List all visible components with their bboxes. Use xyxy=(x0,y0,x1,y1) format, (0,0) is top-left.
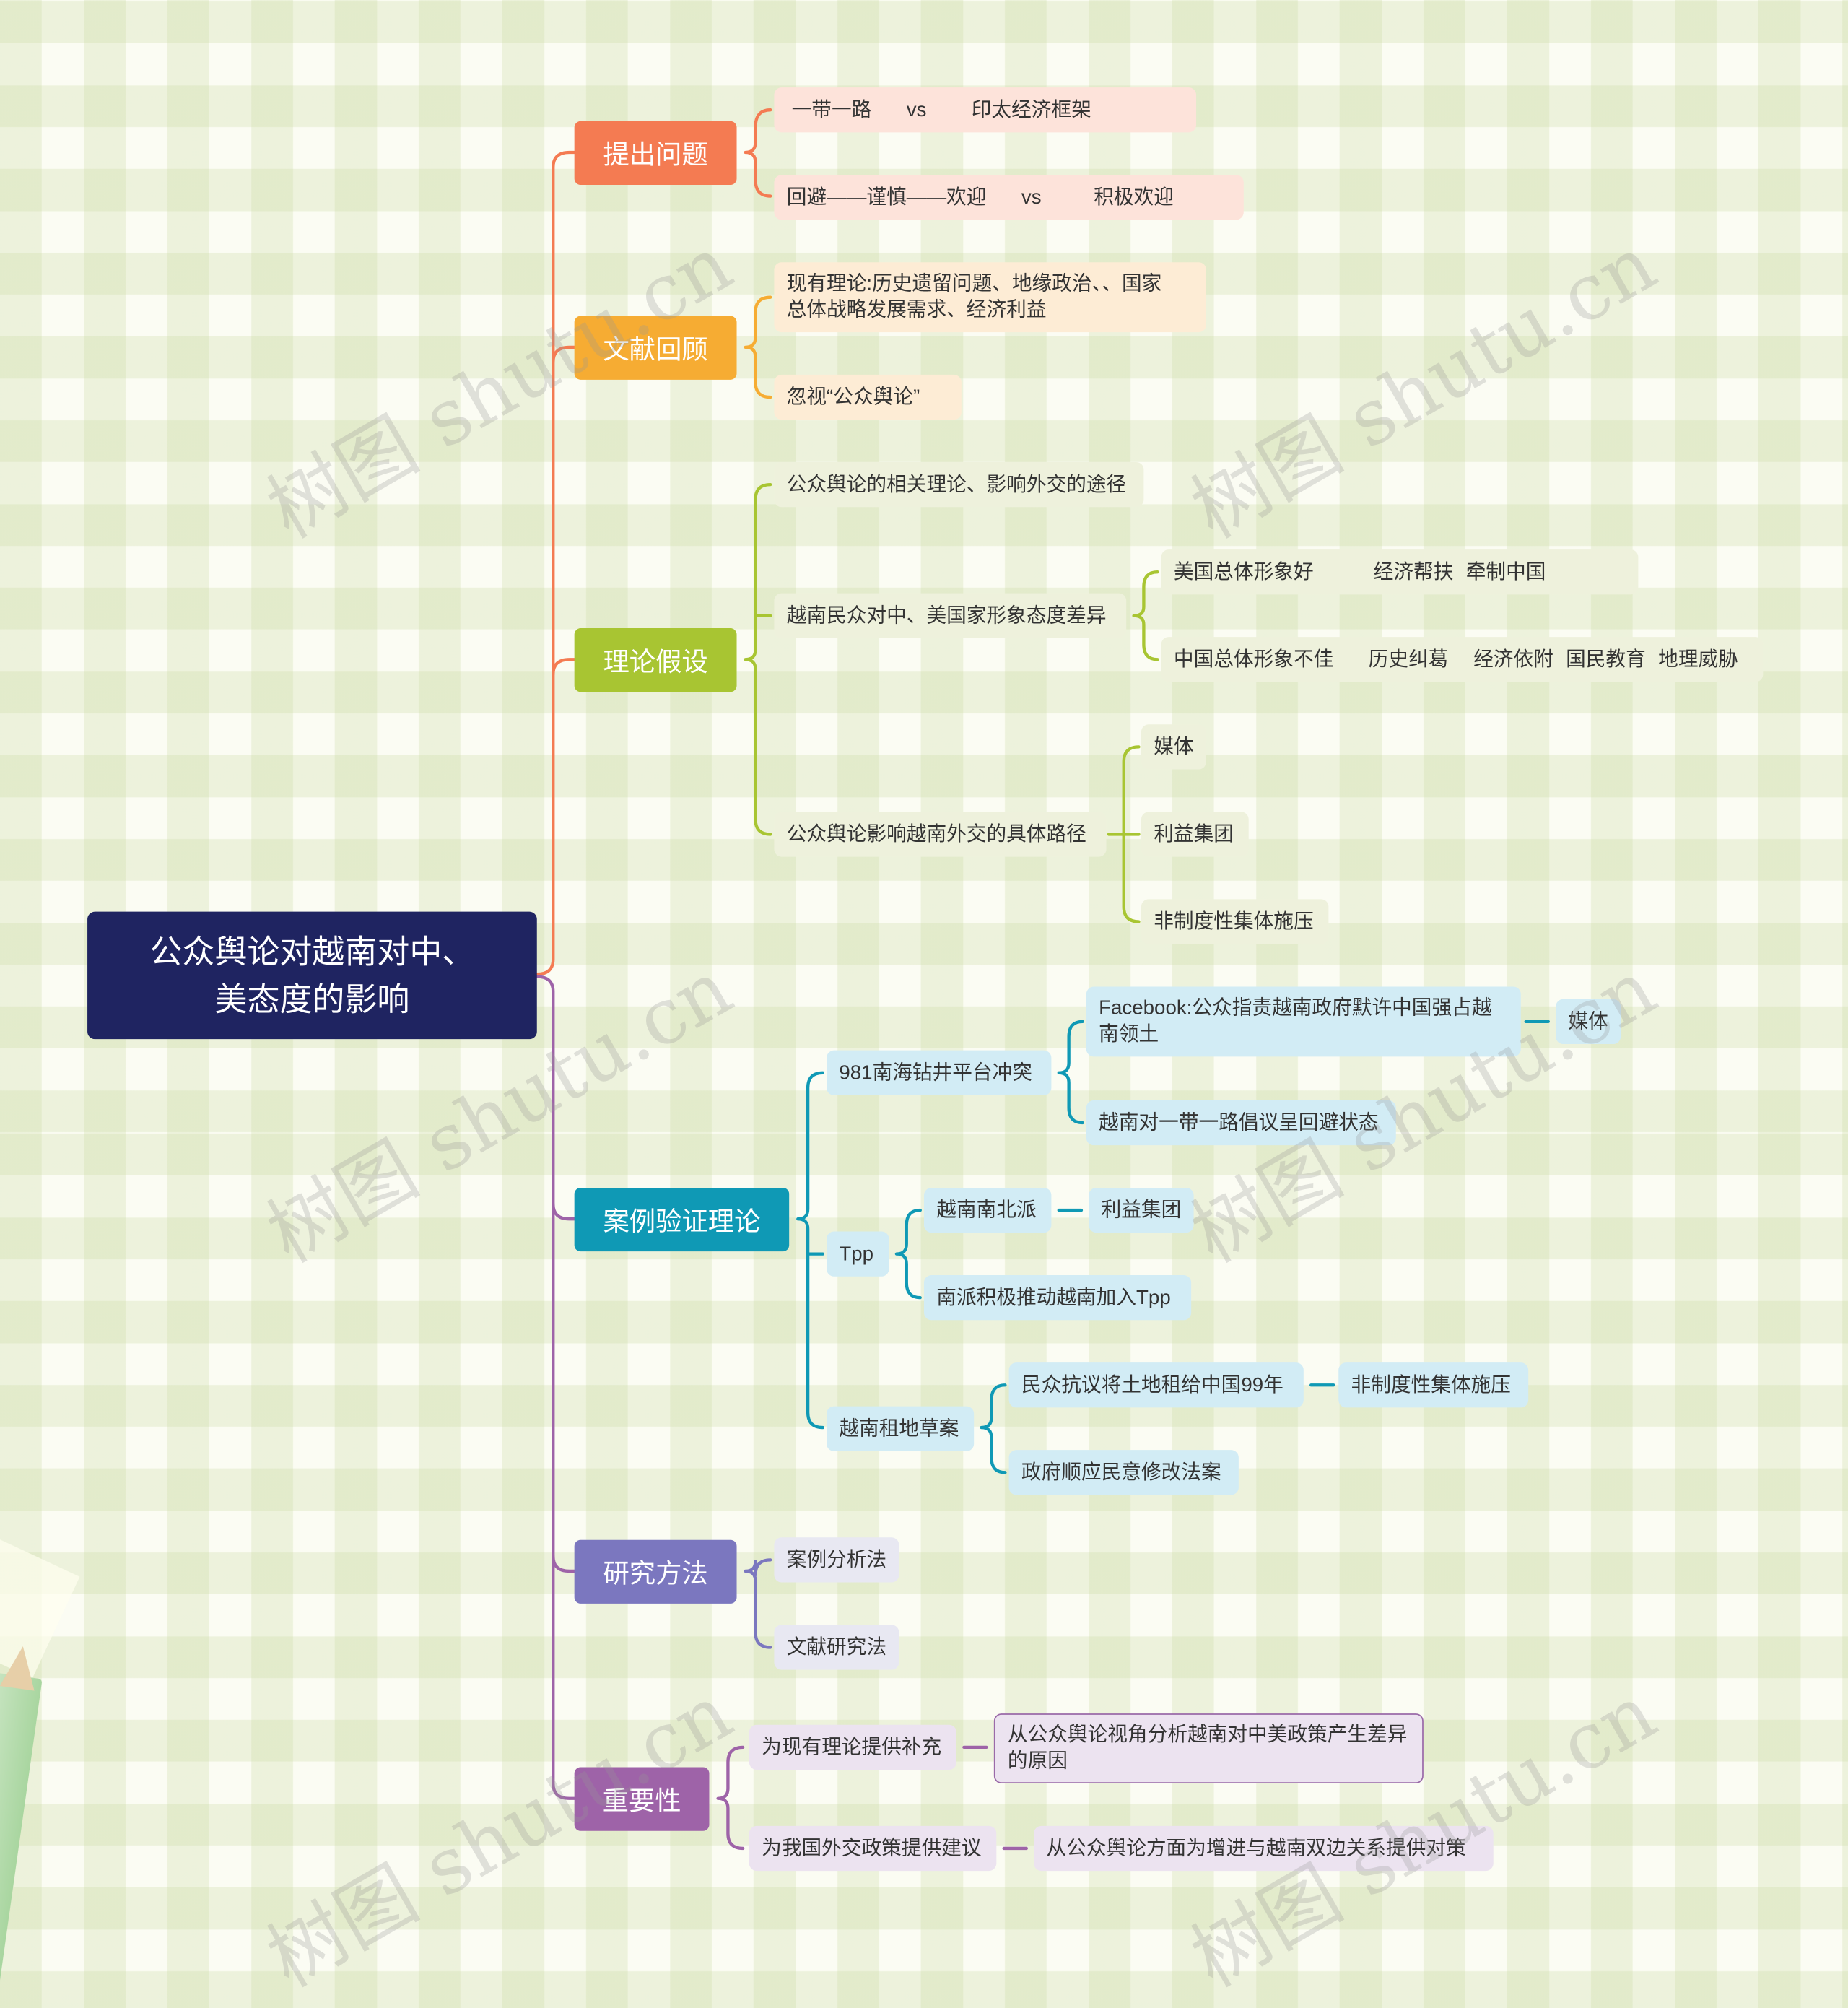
north-south-text: 越南南北派 xyxy=(936,1197,1036,1223)
cn-image-b: 历史纠葛 xyxy=(1369,646,1449,672)
connector-b4 xyxy=(798,1073,823,1427)
branch-propose-question[interactable]: 提出问题 xyxy=(575,121,737,185)
b1-item-1-a: 一带一路 xyxy=(792,97,872,123)
branch-label: 理论假设 xyxy=(603,641,707,679)
connector-root-b3 xyxy=(553,659,574,674)
b3-item-2-cn-image[interactable]: 中国总体形象不佳 历史纠葛 经济依附 国民教育 地理威胁 xyxy=(1161,637,1764,682)
cn-image-d: 国民教育 xyxy=(1566,646,1646,672)
cn-image-a: 中国总体形象不佳 xyxy=(1174,646,1333,672)
us-image-b: 经济帮扶 xyxy=(1374,559,1454,585)
b1-item-1-vs: vs xyxy=(907,97,927,123)
connector-b2 xyxy=(746,297,771,397)
literature-research-text: 文献研究法 xyxy=(787,1634,886,1660)
branch-label: 案例验证理论 xyxy=(603,1201,760,1238)
connector-b3 xyxy=(746,484,771,834)
b1-item-2-vs: vs xyxy=(1021,184,1042,210)
root-topic[interactable]: 公众舆论对越南对中、 美态度的影响 xyxy=(87,912,537,1039)
connector-b4-c2 xyxy=(897,1210,920,1298)
b1-item-2-c: 积极欢迎 xyxy=(1094,184,1174,210)
south-push-text: 南派积极推动越南加入Tpp xyxy=(936,1285,1170,1311)
b3-item-1-text: 公众舆论的相关理论、影响外交的途径 xyxy=(787,471,1127,497)
b3-item-3-media[interactable]: 媒体 xyxy=(1141,724,1206,769)
theory-detail-line2: 的原因 xyxy=(1008,1749,1068,1775)
b1-item-1[interactable]: 一带一路 vs 印太经济框架 xyxy=(774,87,1196,132)
facebook-line2: 南领土 xyxy=(1099,1022,1159,1048)
b6-policy-advice[interactable]: 为我国外交政策提供建议 xyxy=(749,1826,996,1871)
b3-item-3[interactable]: 公众舆论影响越南外交的具体路径 xyxy=(774,812,1106,856)
b3-item-2-us-image[interactable]: 美国总体形象好 经济帮扶 牵制中国 xyxy=(1161,549,1639,594)
b4-land-amend[interactable]: 政府顺应民意修改法案 xyxy=(1009,1450,1239,1495)
b2-item-2[interactable]: 忽视“公众舆论” xyxy=(774,375,961,420)
us-image-a: 美国总体形象好 xyxy=(1174,559,1314,585)
b4-tpp-north-south[interactable]: 越南南北派 xyxy=(924,1188,1051,1233)
tpp-text: Tpp xyxy=(839,1240,873,1266)
b3-item-1[interactable]: 公众舆论的相关理论、影响外交的途径 xyxy=(774,462,1143,507)
interest-tag-text: 利益集团 xyxy=(1102,1197,1182,1223)
root-topic-line2: 美态度的影响 xyxy=(214,975,409,1023)
b2-item-1-line2: 总体战略发展需求、经济利益 xyxy=(787,297,1047,323)
connector-b3-c2 xyxy=(1134,572,1158,659)
b1-item-1-c: 印太经济框架 xyxy=(972,97,1091,123)
b4-land-pressure-tag[interactable]: 非制度性集体施压 xyxy=(1338,1362,1528,1407)
land-protest-text: 民众抗议将土地租给中国99年 xyxy=(1021,1372,1283,1398)
b3-media-text: 媒体 xyxy=(1154,734,1193,760)
connector-b5 xyxy=(746,1560,771,1647)
b2-item-2-text: 忽视“公众舆论” xyxy=(787,384,920,410)
connector-b4-c3 xyxy=(982,1385,1006,1472)
b4-tpp-south-push[interactable]: 南派积极推动越南加入Tpp xyxy=(924,1275,1191,1320)
root-topic-line1: 公众舆论对越南对中、 xyxy=(150,928,475,975)
b3-interest-group-text: 利益集团 xyxy=(1154,821,1234,847)
b2-item-1[interactable]: 现有理论:历史遗留问题、地缘政治、、国家 总体战略发展需求、经济利益 xyxy=(774,262,1206,332)
us-image-c: 牵制中国 xyxy=(1466,559,1546,585)
connector-b1 xyxy=(746,110,771,196)
b5-case-analysis[interactable]: 案例分析法 xyxy=(774,1537,899,1582)
b3-item-3-collective-pressure[interactable]: 非制度性集体施压 xyxy=(1141,899,1328,944)
b3-item-2-text: 越南民众对中、美国家形象态度差异 xyxy=(787,603,1107,629)
connector-b4-c1 xyxy=(1059,1022,1083,1123)
b1-item-2[interactable]: 回避——谨慎——欢迎 vs 积极欢迎 xyxy=(774,175,1243,220)
branch-label: 研究方法 xyxy=(603,1553,707,1591)
branch-case-validation[interactable]: 案例验证理论 xyxy=(575,1188,790,1251)
land-lease-text: 越南租地草案 xyxy=(839,1416,959,1442)
connector-root-b5 xyxy=(553,1556,574,1571)
b6-theory-supplement[interactable]: 为现有理论提供补充 xyxy=(749,1725,956,1770)
theory-supplement-text: 为现有理论提供补充 xyxy=(762,1734,941,1760)
b4-land-protest[interactable]: 民众抗议将土地租给中国99年 xyxy=(1009,1362,1304,1407)
b3-collective-pressure-text: 非制度性集体施压 xyxy=(1154,908,1313,934)
connector-root-b4 xyxy=(553,1204,574,1219)
b2-item-1-line1: 现有理论:历史遗留问题、地缘政治、、国家 xyxy=(787,271,1162,297)
b3-item-3-text: 公众舆论影响越南外交的具体路径 xyxy=(787,821,1086,847)
case-analysis-text: 案例分析法 xyxy=(787,1547,886,1573)
b3-item-3-interest-group[interactable]: 利益集团 xyxy=(1141,812,1249,856)
b3-item-2[interactable]: 越南民众对中、美国家形象态度差异 xyxy=(774,594,1126,638)
facebook-line1: Facebook:公众指责越南政府默许中国强占越 xyxy=(1099,996,1491,1022)
b4-case-981-text: 981南海钻井平台冲突 xyxy=(839,1060,1032,1086)
branch-research-method[interactable]: 研究方法 xyxy=(575,1540,737,1604)
b5-literature-research[interactable]: 文献研究法 xyxy=(774,1625,899,1669)
b6-theory-detail[interactable]: 从公众舆论视角分析越南对中美政策产生差异 的原因 xyxy=(994,1713,1424,1783)
land-amend-text: 政府顺应民意修改法案 xyxy=(1021,1459,1221,1485)
cn-image-c: 经济依附 xyxy=(1473,646,1553,672)
branch-hypothesis[interactable]: 理论假设 xyxy=(575,628,737,692)
b4-case-tpp[interactable]: Tpp xyxy=(827,1231,889,1276)
branch-label: 提出问题 xyxy=(603,134,707,172)
policy-advice-text: 为我国外交政策提供建议 xyxy=(762,1835,981,1861)
cn-image-e: 地理威胁 xyxy=(1658,646,1738,672)
theory-detail-line1: 从公众舆论视角分析越南对中美政策产生差异 xyxy=(1008,1722,1408,1748)
connector-b3-c3 xyxy=(1109,747,1139,921)
land-pressure-text: 非制度性集体施压 xyxy=(1351,1372,1511,1398)
b1-item-2-a: 回避——谨慎——欢迎 xyxy=(787,184,987,210)
b4-case-981[interactable]: 981南海钻井平台冲突 xyxy=(827,1051,1051,1095)
b4-case-land-lease[interactable]: 越南租地草案 xyxy=(827,1407,974,1451)
